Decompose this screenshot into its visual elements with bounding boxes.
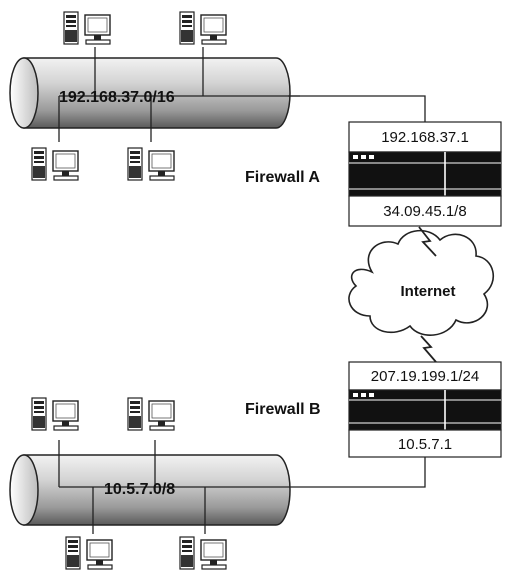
workstation-icon — [179, 536, 227, 570]
firewall-a-label: Firewall A — [245, 169, 320, 186]
firewall-b — [348, 361, 502, 458]
workstation-icon — [31, 397, 79, 431]
firewall-b-outside-ip: 207.19.199.1/24 — [371, 368, 479, 385]
firewall-a-outside-ip: 34.09.45.1/8 — [383, 203, 466, 220]
workstation-icon — [127, 147, 175, 181]
network-pipe-bottom — [9, 454, 291, 526]
firewall-a — [348, 121, 502, 227]
network-label-top: 192.168.37.0/16 — [59, 89, 175, 106]
workstation-icon — [31, 147, 79, 181]
workstation-icon — [63, 11, 111, 45]
firewall-b-inside-ip: 10.5.7.1 — [398, 436, 452, 453]
network-label-bottom: 10.5.7.0/8 — [104, 481, 175, 498]
workstation-icon — [127, 397, 175, 431]
lightning-bolt-icon — [418, 226, 437, 257]
firewall-b-label: Firewall B — [245, 401, 321, 418]
lightning-bolt-icon — [420, 335, 437, 363]
workstation-icon — [65, 536, 113, 570]
cloud-icon — [348, 229, 495, 336]
internet-label: Internet — [400, 283, 455, 300]
firewall-a-inside-ip: 192.168.37.1 — [381, 129, 469, 146]
connection-lines — [58, 47, 426, 534]
workstation-icon — [179, 11, 227, 45]
